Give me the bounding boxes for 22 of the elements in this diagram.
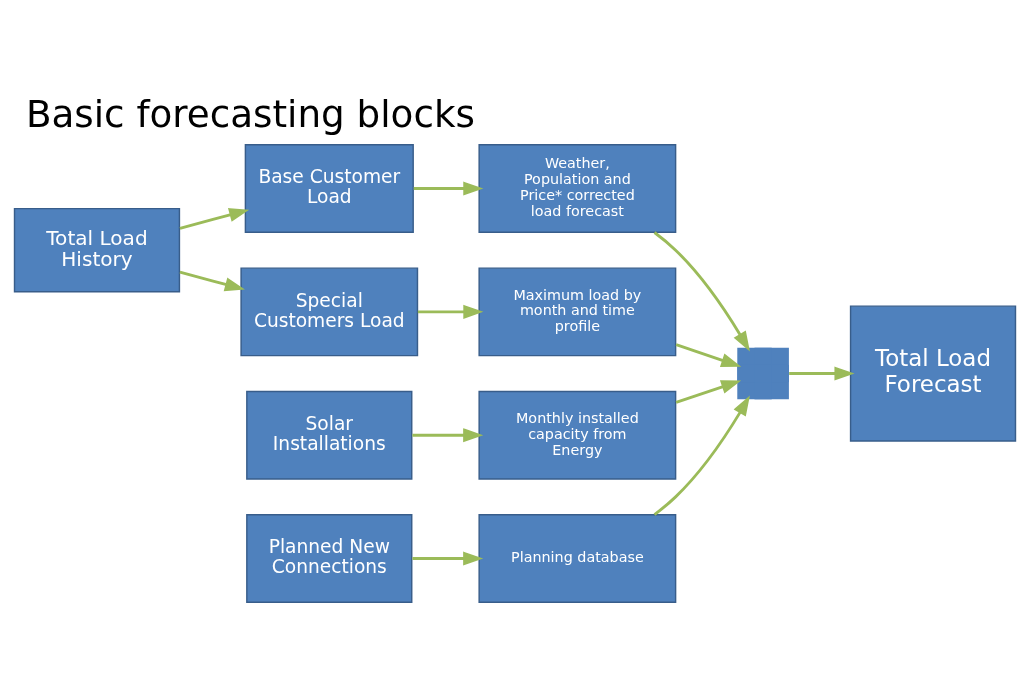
diagram-title: Basic forecasting blocks [25,91,475,136]
node-box: Total Load History [13,207,181,292]
node-box: Total Load Forecast [849,304,1017,442]
arrow [417,304,484,319]
node-box: Special Customers Load [240,266,419,356]
node-box: Base Customer Load [244,143,414,233]
arrow [179,270,245,291]
arrow [412,551,484,566]
arrow [413,181,484,196]
node-box: Solar Installations [246,390,413,480]
arrow [653,395,750,516]
node-box: Monthly installed capacity from Energy [478,390,677,480]
arrow [675,379,742,404]
arrow [789,366,855,381]
arrow [412,427,484,442]
node-box: Planned New Connections [246,513,413,603]
node-box: Planning database [478,513,677,603]
arrow [653,230,750,351]
node-box: Maximum load by month and time profile [478,266,677,356]
arrow [675,342,742,367]
arrow [179,207,250,230]
node-box: Weather, Population and Price* corrected load forecast [478,143,677,233]
